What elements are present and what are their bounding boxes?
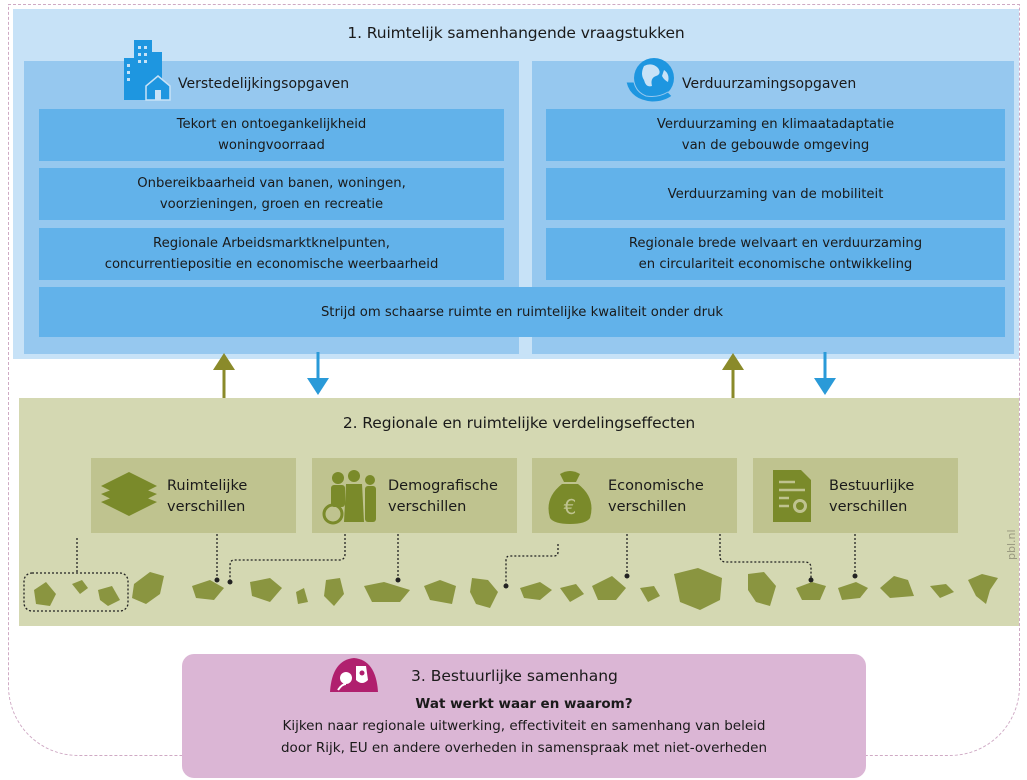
issue-line: Verduurzaming en klimaatadaptatie [656,117,895,132]
arrow-down-icon [307,352,329,395]
issue-line: Verduurzaming van de mobiliteit [667,186,884,202]
arrow-down-icon [814,352,836,395]
card-demographic-differences: Demografische verschillen [312,458,517,533]
issue-line: Regionale Arbeidsmarktknelpunten, [153,236,390,251]
issue-box-labour-market: Regionale Arbeidsmarktknelpunten, concurr… [39,228,504,280]
money-bag-icon: € [548,471,592,524]
issue-box-scarce-space: Strijd om schaarse ruimte en ruimtelijke… [39,287,1005,337]
layers-icon [101,472,157,516]
card-label: verschillen [829,499,908,515]
issue-line: woningvoorraad [218,138,325,153]
card-label: verschillen [608,499,687,515]
card-label: Bestuurlijke [829,478,915,494]
issue-box-welfare: Regionale brede welvaart en verduurzamin… [546,228,1005,280]
issue-line: voorzieningen, groen en recreatie [159,197,384,212]
section3-line1: Kijken naar regionale uitwerking, effect… [282,718,766,734]
card-label: Ruimtelijke [167,478,248,494]
issue-box-climate-adaptation: Verduurzaming en klimaatadaptatie van de … [546,109,1005,161]
arrow-up-icon [213,353,235,398]
issue-line: en circulariteit economische ontwikkelin… [638,257,913,272]
urbanisation-heading: Verstedelijkingsopgaven [178,76,350,92]
card-label: Demografische [388,478,498,494]
issue-line: van de gebouwde omgeving [681,138,870,153]
issue-box-housing: Tekort en ontoegankelijkheid woningvoorra… [39,109,504,161]
card-economic-differences: € Economische verschillen [532,458,737,533]
region-shapes [34,568,998,610]
card-label: verschillen [167,499,246,515]
connector-dots [214,573,858,589]
globe-hand-icon [625,58,674,103]
government-crest-icon [330,658,378,692]
card-administrative-differences: Bestuurlijke verschillen [753,458,958,533]
card-label: verschillen [388,499,467,515]
arrow-up-icon [722,353,744,398]
issue-line: concurrentiepositie en economische weerb… [104,257,439,272]
card-spatial-differences: Ruimtelijke verschillen [91,458,296,533]
section3-title: 3. Bestuurlijke samenhang [411,667,618,685]
svg-text:€: € [564,495,577,519]
issue-line: Regionale brede welvaart en verduurzamin… [628,236,923,251]
document-seal-icon [773,470,811,522]
section-administrative-coherence [182,654,866,778]
issue-box-accessibility: Onbereikbaarheid van banen, woningen, voo… [39,168,504,220]
issue-line: Onbereikbaarheid van banen, woningen, [137,176,406,191]
sustainability-heading: Verduurzamingsopgaven [682,76,857,92]
section1-title: 1. Ruimtelijk samenhangende vraagstukken [347,24,685,42]
section3-line2: door Rijk, EU en andere overheden in sam… [280,740,768,756]
connector-lines [23,534,856,612]
city-buildings-icon [124,40,171,101]
credit-pbl: pbl.nl [1005,529,1018,560]
issue-box-mobility: Verduurzaming van de mobiliteit [546,168,1005,220]
section2-title: 2. Regionale en ruimtelijke verdelingsef… [342,414,696,432]
feedback-arrows [213,352,836,398]
section3-question: Wat werkt waar en waarom? [415,696,633,712]
people-icon [322,470,376,525]
region-map-strip [23,534,998,612]
card-label: Economische [608,478,704,494]
issue-line: Tekort en ontoegankelijkheid [176,117,367,132]
